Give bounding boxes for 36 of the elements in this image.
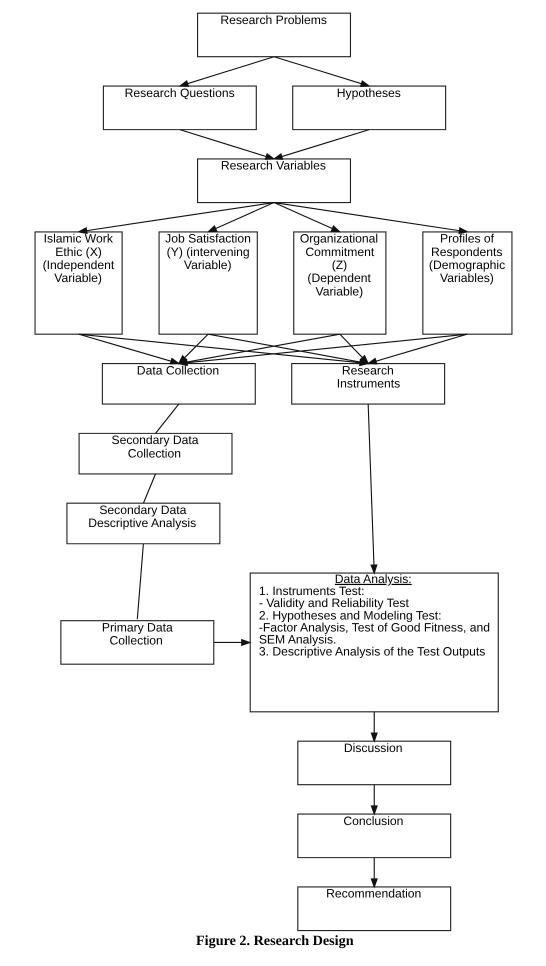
node-box: Conclusion	[296, 813, 451, 858]
caption: Figure 2. Research Design	[196, 932, 354, 948]
node-box: Data Collection	[101, 362, 256, 404]
node-box: Research Questions	[102, 85, 256, 130]
arrow	[76, 201, 274, 234]
arrow	[367, 404, 378, 574]
node-box: Secondary Data Descriptive Analysis	[66, 502, 220, 544]
arrow	[179, 128, 276, 160]
arrow	[370, 857, 378, 888]
node-box: Research Instruments	[290, 362, 445, 404]
node-box: Hypotheses	[292, 85, 446, 130]
node-box: Research Variables	[196, 158, 350, 203]
node-box: Recommendation	[296, 886, 451, 931]
arrow	[366, 333, 468, 364]
connector	[136, 543, 144, 619]
connector	[154, 403, 179, 434]
node-box: Discussion	[296, 740, 451, 785]
node-box: Data Analysis: 1. Instruments Test: - Validity and Reliability Test 2. Hypotheses and Modeling Test: -Factor Analysis, Test of Good Fitness, and SEM Analysis. 3. Descriptive Analysis of the Test Outputs	[249, 572, 498, 712]
arrow	[273, 201, 469, 234]
node-box: Job Satisfaction (Y) (intervening Variable)	[158, 230, 258, 334]
connector	[142, 473, 156, 503]
node-box: Organizational Commitment (Z) (Dependent Variable)	[292, 230, 386, 334]
arrow	[214, 638, 251, 646]
arrow	[272, 128, 369, 160]
node-box: Research Problems	[196, 12, 350, 57]
arrow	[370, 784, 378, 816]
arrow	[78, 333, 180, 364]
arrow	[370, 711, 378, 742]
arrow	[273, 202, 341, 232]
arrow	[206, 202, 274, 232]
arrow	[273, 56, 370, 86]
arrow	[178, 56, 274, 86]
node-box: Profiles of Respondents (Demographic Variables)	[422, 230, 512, 334]
node-box: Primary Data Collection	[60, 620, 214, 664]
node-box: Secondary Data Collection	[78, 432, 232, 474]
node-box: Islamic Work Ethic (X) (Independent Variable)	[34, 230, 122, 334]
